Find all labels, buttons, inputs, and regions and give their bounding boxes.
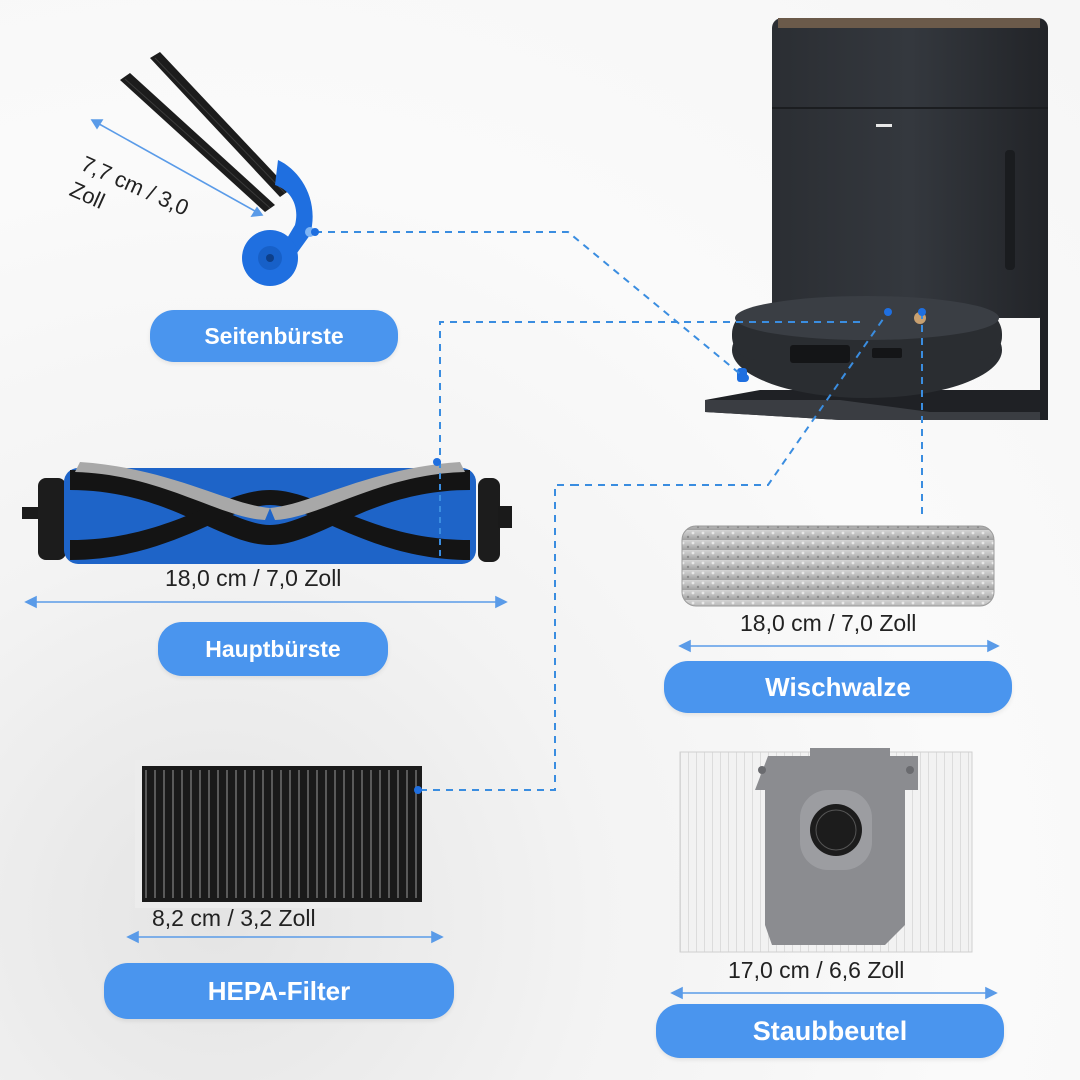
hepa-filter-dimension: 8,2 cm / 3,2 Zoll [152, 905, 316, 931]
mop-roller-image [681, 525, 995, 607]
robot-station-image [705, 18, 1048, 420]
side-brush-image [120, 52, 315, 286]
main-brush-label: Hauptbürste [158, 622, 388, 676]
hepa-filter-label: HEPA-Filter [104, 963, 454, 1019]
dust-bag-image [679, 748, 973, 953]
dimension-arrows [24, 119, 1000, 1000]
dust-bag-dimension: 17,0 cm / 6,6 Zoll [728, 957, 905, 983]
connector-dots [311, 228, 926, 794]
mop-roller-dimension: 18,0 cm / 7,0 Zoll [740, 610, 917, 636]
side-brush-label: Seitenbürste [150, 310, 398, 362]
mop-roller-label: Wischwalze [664, 661, 1012, 713]
connector-lines [315, 231, 923, 791]
side-brush-label-text: Seitenbürste [204, 322, 344, 349]
dust-bag-label-text: Staubbeutel [752, 1015, 908, 1046]
hepa-filter-image [135, 760, 430, 908]
mop-roller-label-text: Wischwalze [765, 671, 911, 702]
hepa-filter-label-text: HEPA-Filter [207, 975, 351, 1006]
main-brush-dimension: 18,0 cm / 7,0 Zoll [165, 565, 342, 591]
main-brush-label-text: Hauptbürste [205, 635, 341, 662]
main-brush-image [22, 462, 512, 564]
dust-bag-label: Staubbeutel [656, 1004, 1004, 1058]
